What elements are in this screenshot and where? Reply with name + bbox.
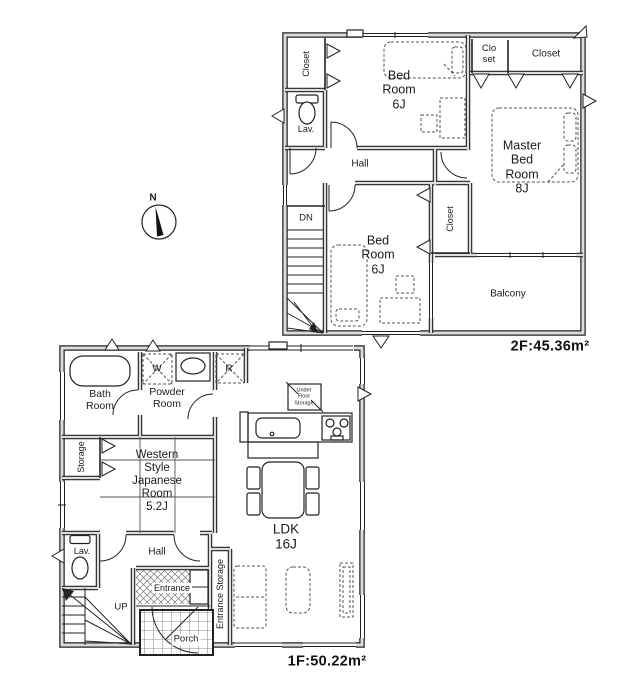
under-floor-storage-box (285, 381, 324, 413)
label-washer-1f: W (152, 363, 162, 375)
label-stairs-up-1f: UP (114, 601, 128, 613)
label-entrance-storage-1f: Entrance Storage (214, 558, 225, 630)
floor1-windows (58, 341, 366, 649)
floor2-walls (282, 32, 586, 336)
floor2-stairs-dn (286, 229, 324, 334)
label-storage-1f: Storage (75, 441, 86, 473)
compass-icon (141, 204, 177, 240)
label-balcony-2f: Balcony (490, 288, 526, 300)
label-closet-small-2f: Clo set (481, 43, 497, 65)
tv-board (339, 562, 354, 618)
kitchen-counter (239, 411, 353, 459)
label-under-floor-storage-1f: Under Floor Storage (294, 387, 314, 407)
floor1-toilet (69, 534, 91, 580)
label-area-2f: 2F:45.36m² (510, 338, 590, 355)
sofa (233, 565, 267, 629)
fridge-box (215, 353, 245, 384)
dining-set (246, 461, 320, 519)
washbasin (175, 352, 211, 382)
compass-north-label: N (149, 192, 157, 204)
label-closet-mid-2f: Closet (444, 206, 455, 232)
label-stairs-dn-2f: DN (299, 212, 313, 224)
shoe-cabinet (189, 569, 209, 605)
label-master-bedroom-2f: Master Bed Room 8J (502, 138, 542, 196)
label-area-1f: 1F:50.22m² (287, 653, 367, 670)
coffee-table (285, 566, 311, 614)
label-lav-2f: Lav. (297, 123, 315, 134)
floor1-stairs-up (62, 588, 132, 645)
bathtub (69, 355, 131, 387)
floor2-toilet (295, 94, 319, 125)
label-fridge-1f: R (225, 363, 233, 375)
label-lav-1f: Lav. (73, 545, 91, 556)
label-bedroom-south-2f: Bed Room 6J (361, 233, 395, 277)
floor2-windows (281, 29, 576, 337)
label-porch-1f: Porch (171, 633, 201, 646)
label-hall-1f: Hall (148, 546, 166, 558)
label-powder-1f: Powder Room (149, 386, 185, 410)
porch-floor (136, 605, 214, 656)
floor1-markers (51, 338, 373, 564)
label-ldk-1f: LDK 16J (272, 521, 300, 552)
floor2-furniture (330, 41, 579, 327)
label-entrance-1f: Entrance (151, 582, 193, 594)
floor1-doors (99, 389, 214, 654)
label-closet-nw-2f: Closet (300, 51, 311, 77)
washer-box (142, 353, 173, 385)
floor2-doors (289, 121, 468, 212)
label-bedroom-north-2f: Bed Room 6J (382, 68, 416, 112)
label-bath-1f: Bath Room (85, 388, 115, 412)
label-hall-2f: Hall (351, 158, 369, 170)
label-western-room-1f: Western Style Japanese Room 5.2J (132, 449, 182, 514)
label-closet-ne-2f: Closet (531, 48, 561, 60)
floor2-markers (271, 24, 598, 349)
